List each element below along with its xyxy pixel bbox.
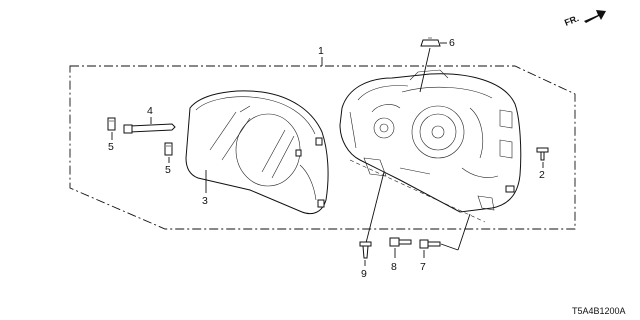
mount-bracket-dashline	[349, 159, 486, 223]
meter-case-assembly	[339, 69, 522, 213]
front-arrow-icon	[584, 10, 606, 23]
clip-5-upper	[107, 117, 116, 131]
callout-2: 2	[539, 169, 545, 181]
assembly-outline	[69, 65, 576, 230]
screw-2	[536, 147, 549, 161]
clip-5-lower	[164, 142, 173, 156]
diagram-code: T5A4B1200A	[572, 306, 626, 316]
callout-8: 8	[391, 261, 397, 273]
callout-7: 7	[420, 261, 426, 273]
callout-5-upper: 5	[108, 141, 114, 153]
screw-7	[419, 239, 441, 249]
callout-1: 1	[318, 45, 324, 57]
callout-6: 6	[449, 37, 455, 49]
front-direction-indicator: FR.	[563, 10, 606, 28]
clip-6	[420, 37, 441, 47]
callout-4: 4	[147, 105, 153, 117]
screw-9	[359, 241, 372, 259]
trip-knob-shaft	[123, 123, 176, 134]
bolt-8	[389, 237, 412, 247]
front-direction-label: FR.	[563, 13, 580, 28]
callout-9: 9	[361, 268, 367, 280]
meter-lens-visor	[185, 90, 329, 215]
callout-5-lower: 5	[165, 164, 171, 176]
callout-3: 3	[202, 195, 208, 207]
